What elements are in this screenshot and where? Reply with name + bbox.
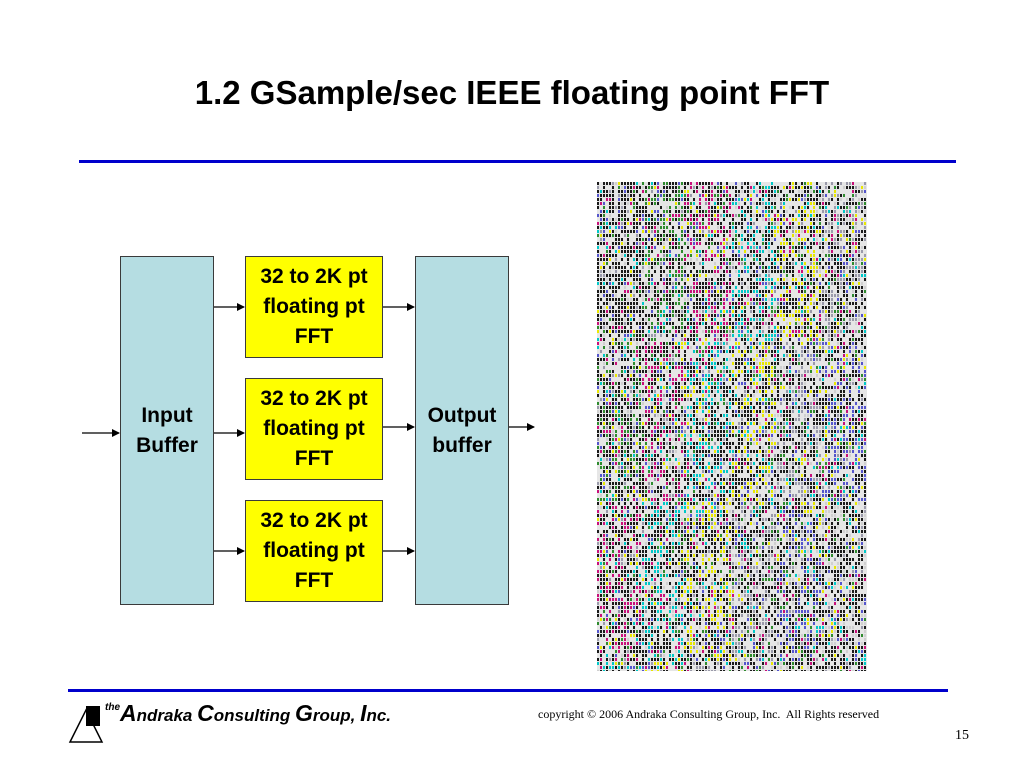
input-buffer-label: Input Buffer [136, 403, 198, 457]
page-number: 15 [955, 728, 969, 743]
fft-block-2: 32 to 2K pt floating pt FFT [245, 378, 383, 480]
fft-block-3: 32 to 2K pt floating pt FFT [245, 500, 383, 602]
output-buffer: Output buffer [415, 256, 509, 605]
title-divider [79, 160, 956, 163]
fft-block-1-label: 32 to 2K pt floating pt FFT [260, 265, 368, 348]
input-buffer: Input Buffer [120, 256, 214, 605]
fft-block-1: 32 to 2K pt floating pt FFT [245, 256, 383, 358]
fft-block-2-label: 32 to 2K pt floating pt FFT [260, 387, 368, 470]
copyright-notice: copyright © 2006 Andraka Consulting Grou… [538, 707, 880, 721]
slide-title: 1.2 GSample/sec IEEE floating point FFT [194, 74, 830, 111]
fpga-floorplan-image [597, 182, 867, 671]
company-name: theAndraka Consulting Group, Inc. [105, 700, 392, 726]
footer-divider [68, 689, 948, 692]
company-logo-icon [68, 706, 104, 743]
fft-block-3-label: 32 to 2K pt floating pt FFT [260, 509, 368, 592]
output-buffer-label: Output buffer [427, 403, 497, 457]
